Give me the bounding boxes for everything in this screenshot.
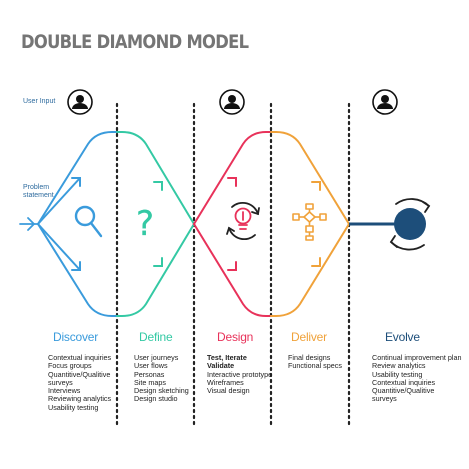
list-item: Reviewing analytics [48, 394, 112, 404]
user-avatar-icon-2 [219, 89, 245, 115]
problem-statement-arrow [19, 217, 39, 231]
list-item: User journeys [134, 353, 179, 362]
phase-title-discover: Discover [53, 330, 99, 344]
list-item: Quantitive/Qualitive surveys [372, 386, 435, 404]
discover-diamond-half [37, 131, 118, 317]
problem-statement-label: Problem statement [23, 184, 54, 199]
list-item: Usability testing [48, 402, 99, 412]
list-item: User flows [134, 361, 168, 371]
lightbulb-icon [234, 207, 252, 230]
rotate-arrows-icon-2 [389, 198, 431, 251]
list-item: Quantitive/Qualitive surveys [48, 369, 111, 387]
design-diamond-half [193, 131, 272, 317]
deliver-activity-list: Final designs Functional specs [288, 353, 342, 371]
list-item: Test, Iterate Validate [207, 353, 247, 371]
list-item: Visual design [207, 386, 250, 396]
phase-title-evolve: Evolve [385, 330, 420, 344]
evolve-circle-icon [394, 208, 426, 240]
list-item: Design sketching [134, 386, 189, 396]
evolve-activity-list: Continual improvement plan Review analyt… [372, 353, 462, 404]
define-activity-list: User journeys User flows Personas Site m… [134, 353, 189, 404]
list-item: Design studio [134, 394, 178, 404]
phase-title-design: Design [217, 330, 254, 344]
list-item: Review analytics [372, 361, 426, 371]
design-activity-list: Test, Iterate Validate Interactive proto… [207, 353, 273, 396]
list-item: Usability testing [372, 369, 423, 379]
page-title: DOUBLE DIAMOND MODEL [21, 31, 249, 53]
list-item: Interviews [48, 386, 81, 396]
list-item: Final designs [288, 353, 331, 362]
user-avatar-icon-3 [372, 89, 398, 115]
list-item: Contextual inquiries [372, 377, 436, 387]
list-item: Site maps [134, 377, 166, 387]
user-input-label: User Input [23, 98, 56, 105]
discover-activity-list: Contextual inquiries Focus groups Quanti… [48, 353, 112, 412]
list-item: Contextual inquiries [48, 353, 112, 362]
user-avatar-icon-1 [67, 89, 93, 115]
list-item: Interactive prototype [207, 369, 273, 379]
phase-title-define: Define [139, 330, 173, 344]
list-item: Functional specs [288, 361, 342, 371]
list-item: Continual improvement plan [372, 353, 462, 362]
list-item: Focus groups [48, 361, 92, 371]
phase-title-deliver: Deliver [291, 330, 327, 344]
list-item: Personas [134, 369, 165, 379]
define-diamond-half [116, 131, 195, 317]
rotate-arrows-icon-1 [226, 201, 260, 241]
deliver-diamond-half [270, 131, 350, 317]
question-mark-icon: ? [136, 204, 154, 244]
flowchart-icon [292, 203, 327, 241]
list-item: Wireframes [207, 377, 244, 387]
magnifier-icon [74, 205, 103, 238]
